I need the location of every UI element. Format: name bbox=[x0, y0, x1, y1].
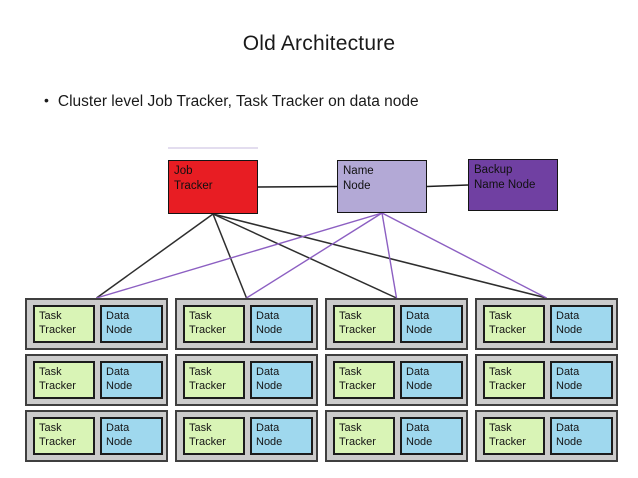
task-tracker-box: Task Tracker bbox=[183, 361, 245, 399]
grid-row: Task Tracker Data Node Task Tracker Data… bbox=[25, 354, 618, 406]
node-group: Task Tracker Data Node bbox=[175, 298, 318, 350]
data-node-box: Data Node bbox=[400, 417, 463, 455]
node-backup-name-node: Backup Name Node bbox=[468, 159, 558, 211]
node-group: Task Tracker Data Node bbox=[25, 298, 168, 350]
node-job-tracker: Job Tracker bbox=[168, 160, 258, 214]
data-node-box: Data Node bbox=[550, 417, 613, 455]
data-node-box: Data Node bbox=[100, 361, 163, 399]
page-title: Old Architecture bbox=[242, 32, 396, 55]
task-tracker-box: Task Tracker bbox=[333, 361, 395, 399]
node-group: Task Tracker Data Node bbox=[325, 410, 468, 462]
data-node-box: Data Node bbox=[100, 305, 163, 343]
task-tracker-box: Task Tracker bbox=[183, 417, 245, 455]
node-group: Task Tracker Data Node bbox=[325, 298, 468, 350]
task-tracker-box: Task Tracker bbox=[333, 305, 395, 343]
data-node-box: Data Node bbox=[100, 417, 163, 455]
data-node-box: Data Node bbox=[250, 361, 313, 399]
grid-row: Task Tracker Data Node Task Tracker Data… bbox=[25, 298, 618, 350]
data-node-box: Data Node bbox=[550, 305, 613, 343]
grid-row: Task Tracker Data Node Task Tracker Data… bbox=[25, 410, 618, 462]
grid: Task Tracker Data Node Task Tracker Data… bbox=[25, 298, 618, 462]
task-tracker-box: Task Tracker bbox=[33, 417, 95, 455]
bullet-item: • Cluster level Job Tracker, Task Tracke… bbox=[44, 92, 419, 111]
node-group: Task Tracker Data Node bbox=[325, 354, 468, 406]
faint-line-artifact bbox=[168, 147, 258, 149]
task-tracker-box: Task Tracker bbox=[183, 305, 245, 343]
node-group: Task Tracker Data Node bbox=[175, 354, 318, 406]
node-group: Task Tracker Data Node bbox=[475, 410, 618, 462]
bullet-text: Cluster level Job Tracker, Task Tracker … bbox=[57, 93, 419, 110]
node-group: Task Tracker Data Node bbox=[25, 410, 168, 462]
data-node-box: Data Node bbox=[250, 305, 313, 343]
data-node-box: Data Node bbox=[400, 361, 463, 399]
data-node-box: Data Node bbox=[400, 305, 463, 343]
node-group: Task Tracker Data Node bbox=[175, 410, 318, 462]
task-tracker-box: Task Tracker bbox=[333, 417, 395, 455]
task-tracker-box: Task Tracker bbox=[33, 305, 95, 343]
node-name-node: Name Node bbox=[337, 160, 427, 213]
data-node-box: Data Node bbox=[550, 361, 613, 399]
task-tracker-box: Task Tracker bbox=[483, 361, 545, 399]
task-tracker-box: Task Tracker bbox=[33, 361, 95, 399]
node-group: Task Tracker Data Node bbox=[25, 354, 168, 406]
task-tracker-box: Task Tracker bbox=[483, 305, 545, 343]
task-tracker-box: Task Tracker bbox=[483, 417, 545, 455]
bullet-marker: • bbox=[44, 92, 49, 108]
node-group: Task Tracker Data Node bbox=[475, 298, 618, 350]
node-group: Task Tracker Data Node bbox=[475, 354, 618, 406]
data-node-box: Data Node bbox=[250, 417, 313, 455]
